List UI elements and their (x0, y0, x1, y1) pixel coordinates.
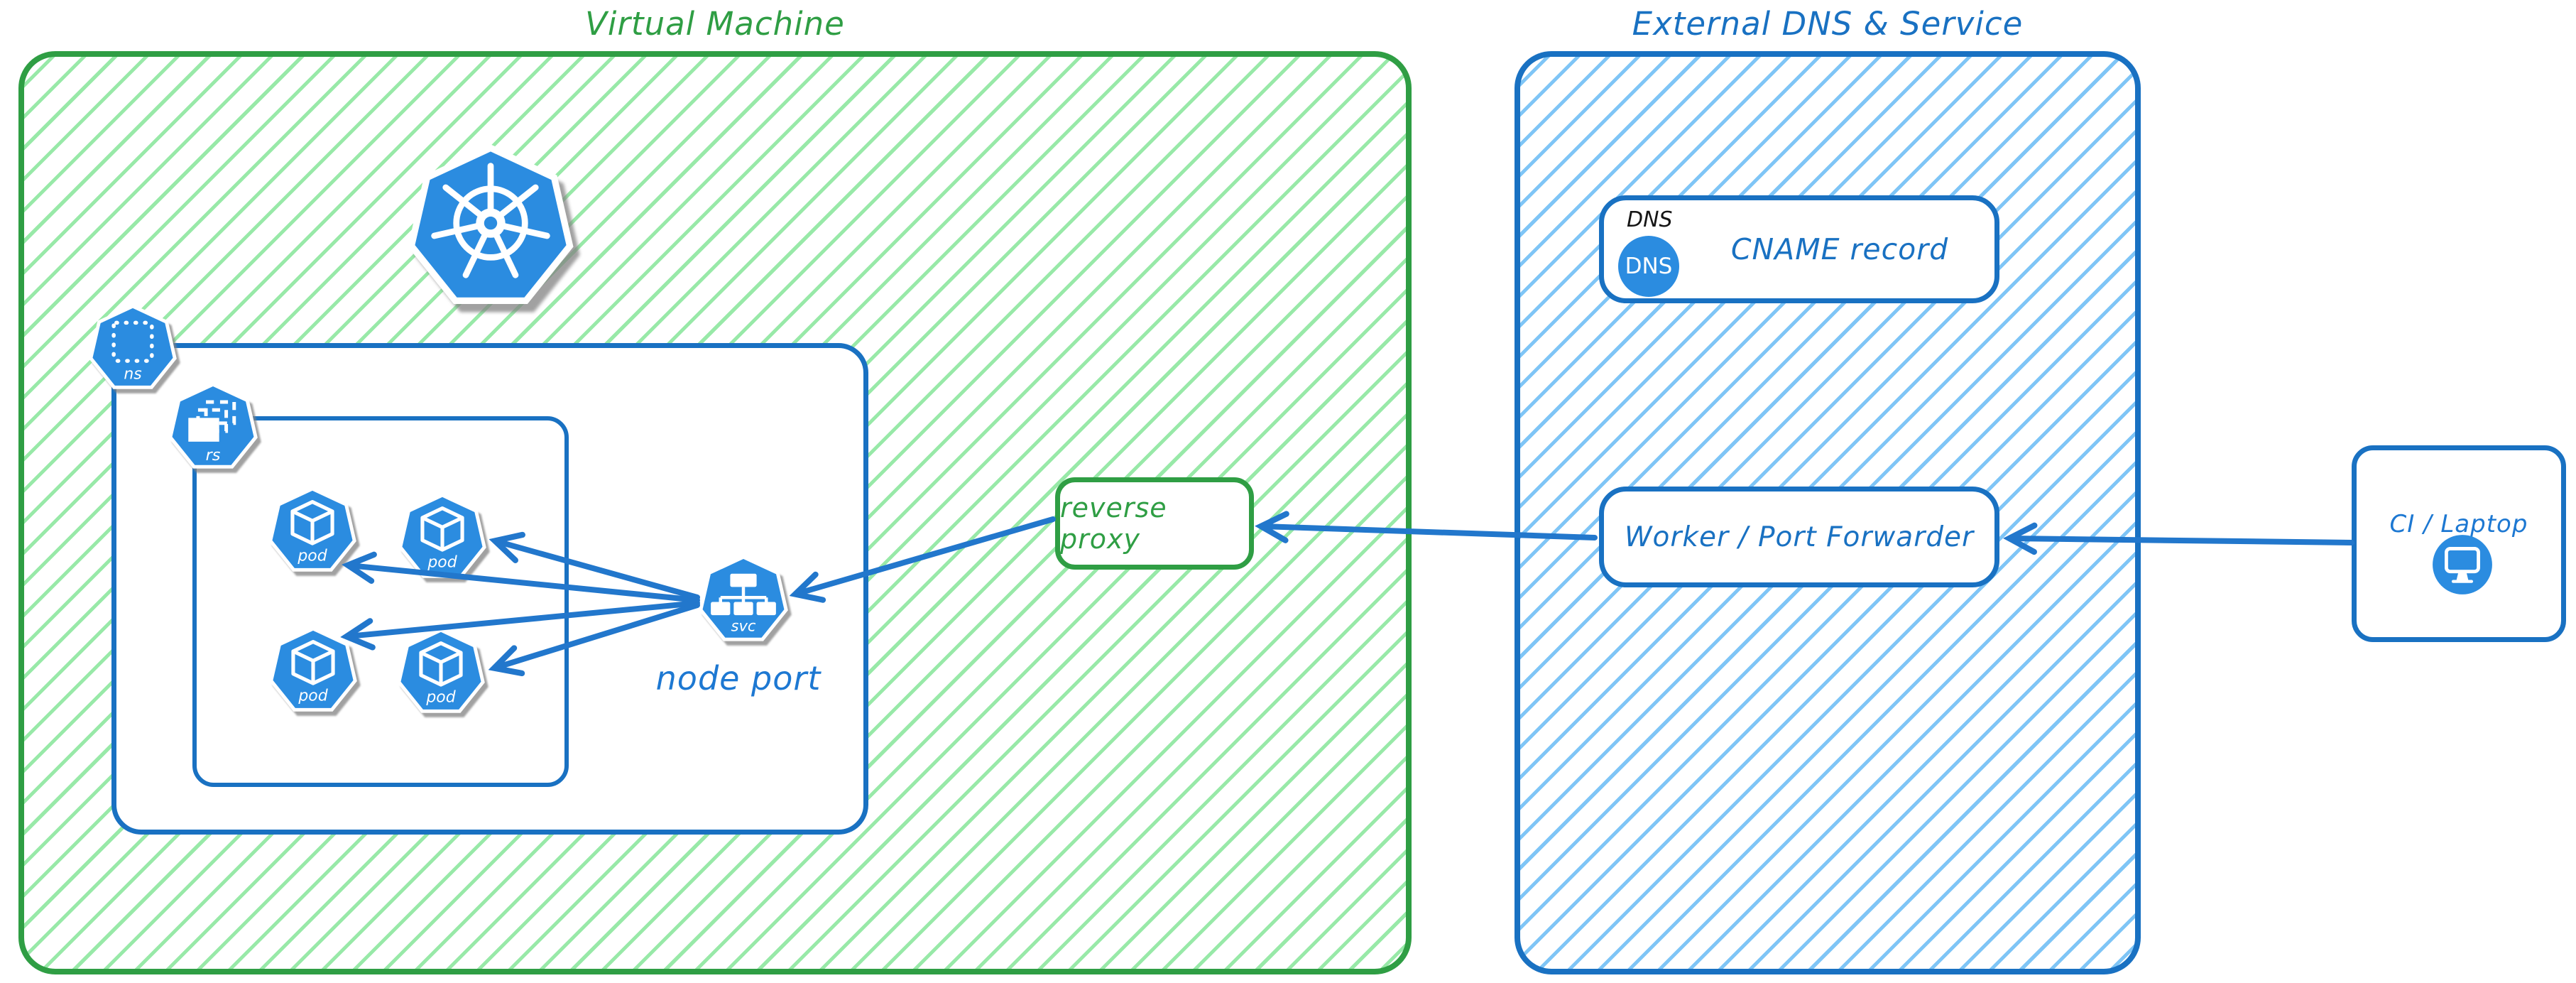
pod-icon: pod (269, 626, 357, 715)
dns-icon: DNS (1618, 236, 1679, 297)
pod-icon: pod (397, 628, 485, 716)
reverse-proxy-label: reverse proxy (1060, 492, 1167, 555)
pod-icon-label: pod (427, 553, 457, 571)
dns-tag: DNS (1627, 207, 1673, 232)
namespace-icon: ns (89, 304, 177, 392)
worker-port-forwarder-label: Worker / Port Forwarder (1624, 521, 1975, 553)
dns-icon-label: DNS (1625, 254, 1673, 279)
pod-icon: pod (268, 487, 356, 575)
kubernetes-logo-icon (408, 144, 574, 310)
replicaset-box (192, 416, 569, 787)
worker-port-forwarder-box: Worker / Port Forwarder (1599, 487, 1999, 587)
namespace-icon-label: ns (124, 366, 141, 384)
external-dns-title: External DNS & Service (1632, 4, 2024, 43)
pod-icon-label: pod (298, 687, 328, 705)
monitor-icon (2432, 534, 2493, 595)
node-port-label: node port (655, 659, 822, 697)
dns-card: DNS DNS CNAME record (1599, 195, 1999, 303)
ci-laptop-label: CI / Laptop (2389, 510, 2528, 538)
pod-icon-label: pod (425, 688, 456, 706)
pod-icon-label: pod (297, 547, 327, 565)
service-icon-label: svc (731, 617, 755, 634)
cname-record-label: CNAME record (1730, 232, 1949, 266)
replicaset-icon: rs (168, 382, 258, 472)
ci-laptop-box: CI / Laptop (2352, 445, 2566, 642)
service-icon: svc (699, 555, 788, 644)
pod-icon: pod (398, 493, 486, 581)
replicaset-icon-label: rs (206, 446, 221, 465)
virtual-machine-title: Virtual Machine (585, 4, 845, 43)
reverse-proxy-box: reverse proxy (1055, 477, 1254, 570)
